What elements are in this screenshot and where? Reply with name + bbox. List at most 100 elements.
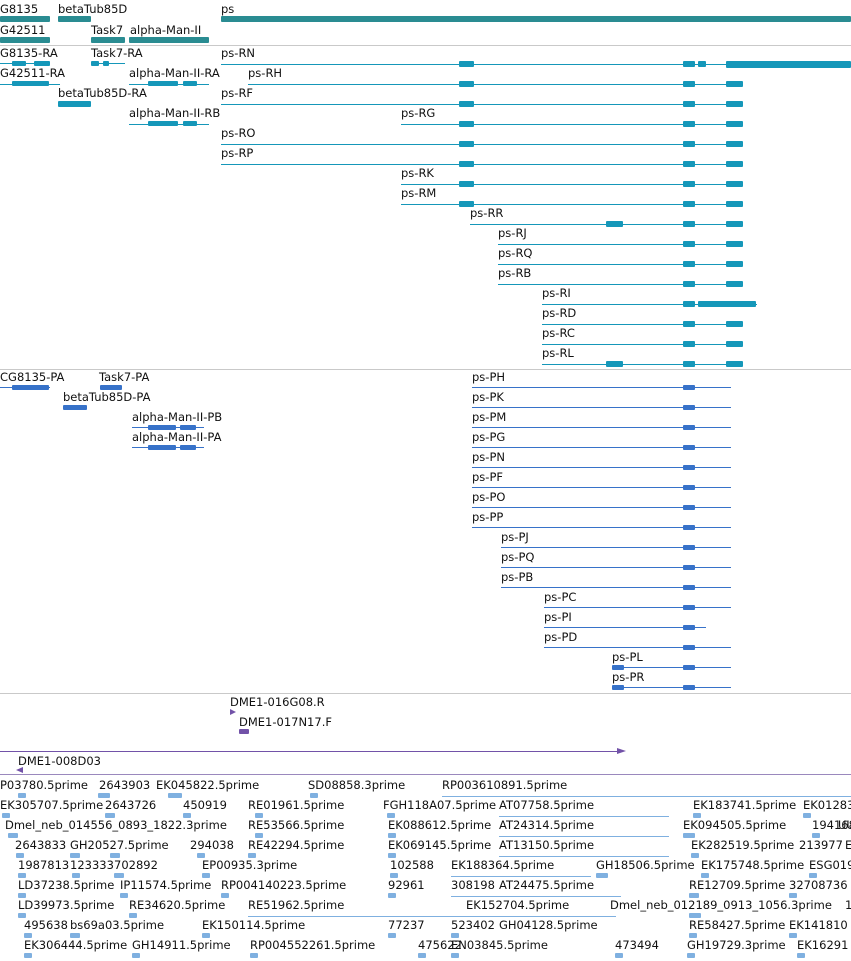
- est-glyph[interactable]: [701, 873, 709, 878]
- gene-glyph[interactable]: [221, 16, 851, 22]
- clone-glyph[interactable]: [230, 709, 236, 715]
- protein-glyph[interactable]: [472, 387, 731, 388]
- protein-glyph[interactable]: [472, 447, 731, 448]
- est-glyph[interactable]: [388, 893, 396, 898]
- transcript-glyph[interactable]: [401, 204, 743, 205]
- est-glyph[interactable]: [803, 813, 811, 818]
- est-glyph[interactable]: [789, 893, 797, 898]
- est-glyph[interactable]: [310, 793, 318, 798]
- protein-glyph[interactable]: [472, 467, 731, 468]
- est-glyph[interactable]: [250, 953, 258, 958]
- transcript-glyph[interactable]: [221, 64, 851, 65]
- est-glyph[interactable]: [18, 793, 26, 798]
- est-glyph[interactable]: [70, 853, 80, 858]
- est-glyph[interactable]: [387, 813, 395, 818]
- gene-glyph[interactable]: [0, 16, 50, 22]
- est-glyph[interactable]: [183, 813, 191, 818]
- transcript-glyph[interactable]: [221, 104, 743, 105]
- est-glyph[interactable]: [248, 853, 256, 858]
- protein-glyph[interactable]: [544, 647, 731, 648]
- protein-glyph[interactable]: [472, 487, 731, 488]
- gene-glyph[interactable]: [58, 16, 91, 22]
- est-glyph[interactable]: [683, 833, 695, 838]
- est-glyph[interactable]: [499, 836, 669, 837]
- est-glyph[interactable]: [388, 853, 396, 858]
- est-glyph[interactable]: [499, 856, 669, 857]
- est-glyph[interactable]: [390, 873, 398, 878]
- est-glyph[interactable]: [689, 913, 701, 918]
- transcript-glyph[interactable]: [542, 304, 757, 305]
- protein-glyph[interactable]: [100, 385, 122, 390]
- est-glyph[interactable]: [418, 953, 426, 958]
- est-glyph[interactable]: [451, 896, 621, 897]
- transcript-glyph[interactable]: [58, 101, 91, 107]
- est-glyph[interactable]: [120, 893, 128, 898]
- transcript-glyph[interactable]: [542, 324, 743, 325]
- est-glyph[interactable]: [18, 873, 26, 878]
- est-glyph[interactable]: [168, 793, 182, 798]
- est-glyph[interactable]: [110, 853, 120, 858]
- protein-glyph[interactable]: [472, 407, 731, 408]
- est-glyph[interactable]: [8, 833, 18, 838]
- est-glyph[interactable]: [615, 953, 623, 958]
- transcript-glyph[interactable]: [248, 84, 743, 85]
- est-glyph[interactable]: [255, 813, 263, 818]
- est-glyph[interactable]: [797, 953, 805, 958]
- est-glyph[interactable]: [248, 916, 468, 917]
- est-glyph[interactable]: [202, 933, 210, 938]
- est-glyph[interactable]: [693, 813, 701, 818]
- est-glyph[interactable]: [202, 873, 210, 878]
- est-glyph[interactable]: [24, 953, 32, 958]
- est-glyph[interactable]: [16, 853, 24, 858]
- transcript-glyph[interactable]: [498, 284, 743, 285]
- est-glyph[interactable]: [691, 853, 699, 858]
- clone-glyph[interactable]: [239, 729, 249, 734]
- est-glyph[interactable]: [255, 833, 263, 838]
- est-glyph[interactable]: [70, 933, 80, 938]
- est-glyph[interactable]: [689, 893, 699, 898]
- est-glyph[interactable]: [388, 933, 396, 938]
- est-glyph[interactable]: [129, 913, 137, 918]
- est-glyph[interactable]: [499, 816, 669, 817]
- protein-glyph[interactable]: [501, 587, 731, 588]
- est-glyph[interactable]: [451, 876, 591, 877]
- est-glyph[interactable]: [105, 813, 115, 818]
- est-glyph[interactable]: [2, 813, 10, 818]
- transcript-glyph[interactable]: [401, 124, 743, 125]
- est-glyph[interactable]: [24, 933, 32, 938]
- est-glyph[interactable]: [687, 953, 695, 958]
- transcript-glyph[interactable]: [542, 364, 743, 365]
- est-glyph[interactable]: [114, 873, 124, 878]
- protein-glyph[interactable]: [612, 687, 731, 688]
- est-glyph[interactable]: [451, 953, 459, 958]
- gene-glyph[interactable]: [0, 37, 50, 43]
- est-glyph[interactable]: [132, 953, 140, 958]
- transcript-glyph[interactable]: [221, 164, 743, 165]
- est-glyph[interactable]: [18, 893, 26, 898]
- gene-glyph[interactable]: [91, 37, 125, 43]
- transcript-glyph[interactable]: [542, 344, 743, 345]
- protein-glyph[interactable]: [612, 667, 731, 668]
- est-glyph[interactable]: [197, 853, 205, 858]
- clone-glyph[interactable]: [0, 751, 620, 752]
- est-glyph[interactable]: [72, 873, 80, 878]
- protein-glyph[interactable]: [63, 405, 87, 410]
- est-glyph[interactable]: [789, 933, 797, 938]
- protein-glyph[interactable]: [472, 527, 731, 528]
- gene-glyph[interactable]: [129, 37, 209, 43]
- protein-glyph[interactable]: [544, 607, 731, 608]
- transcript-glyph[interactable]: [401, 184, 743, 185]
- est-glyph[interactable]: [451, 933, 459, 938]
- protein-glyph[interactable]: [472, 507, 731, 508]
- transcript-glyph[interactable]: [498, 264, 743, 265]
- protein-glyph[interactable]: [501, 567, 731, 568]
- est-glyph[interactable]: [388, 833, 396, 838]
- est-glyph[interactable]: [466, 916, 616, 917]
- clone-glyph[interactable]: [16, 767, 23, 773]
- transcript-glyph[interactable]: [221, 144, 743, 145]
- protein-glyph[interactable]: [544, 627, 706, 628]
- protein-glyph[interactable]: [501, 547, 731, 548]
- est-glyph[interactable]: [18, 913, 26, 918]
- est-glyph[interactable]: [689, 933, 697, 938]
- est-glyph[interactable]: [809, 873, 817, 878]
